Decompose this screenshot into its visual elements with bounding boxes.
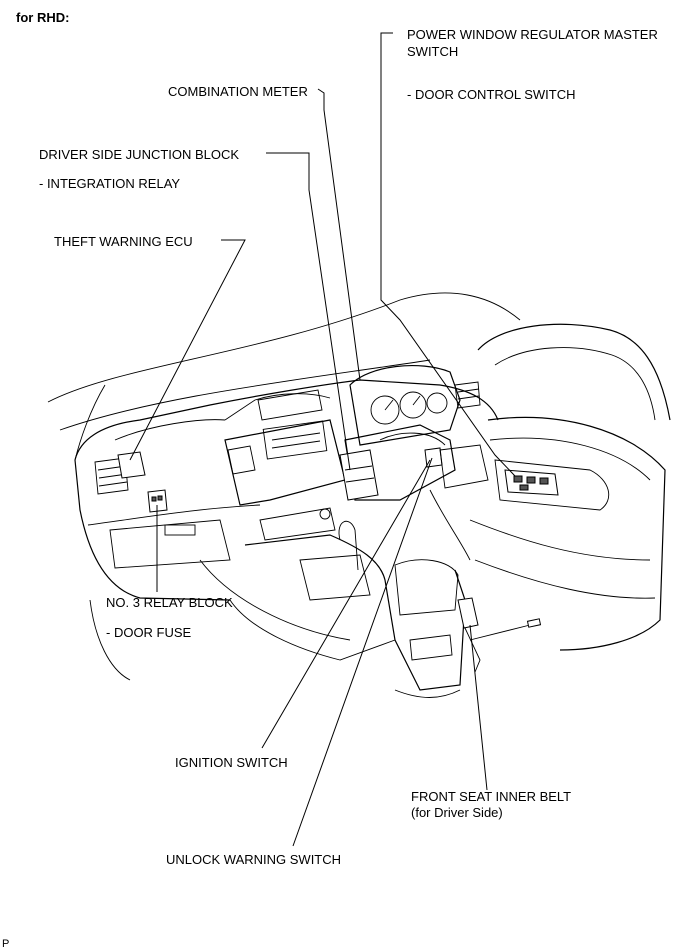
gauge-center	[399, 391, 427, 419]
switch-panel	[259, 507, 336, 541]
shift-gate	[299, 554, 371, 601]
leader-combination-meter	[317, 88, 361, 381]
theft-warning-ecu-part	[117, 451, 146, 479]
unlock-warning-switch-label: UNLOCK WARNING SWITCH	[166, 852, 342, 867]
glovebox-outline	[109, 519, 231, 569]
front-seat-belt-label-line1: FRONT SEAT INNER BELT	[411, 789, 572, 804]
console-bin	[394, 559, 459, 616]
door-trim	[489, 437, 651, 481]
left-floor	[89, 599, 131, 681]
console-side	[229, 599, 396, 661]
ignition-switch-label: IGNITION SWITCH	[175, 755, 288, 770]
floor-line	[199, 559, 351, 641]
steering-column	[344, 424, 456, 501]
center-stack	[224, 419, 346, 506]
door-window-edge	[494, 347, 656, 421]
header-label: for RHD:	[16, 10, 70, 25]
no3-relay-block-label: NO. 3 RELAY BLOCK	[106, 595, 233, 610]
combination-meter-label: COMBINATION METER	[168, 84, 308, 99]
knee-panel	[429, 489, 471, 561]
belt-cable	[469, 624, 531, 641]
dashboard-lower-edge	[87, 504, 261, 526]
leader-theft-ecu	[129, 239, 246, 461]
driver-side-junction-block	[339, 449, 379, 501]
front-seat-belt-label-line2: (for Driver Side)	[411, 805, 503, 820]
column-cover	[379, 432, 446, 446]
leader-front-seat-belt	[469, 624, 488, 791]
door-frame	[477, 323, 671, 421]
door-fuse-label: - DOOR FUSE	[106, 625, 192, 640]
door-lower	[474, 559, 656, 599]
belt-webbing	[464, 627, 481, 673]
gauge-right	[426, 392, 448, 414]
gauge-left	[370, 395, 400, 425]
leader-unlock-warning	[292, 457, 433, 847]
driver-lower-panel	[439, 444, 489, 489]
cluster-hood	[349, 364, 461, 446]
center-console	[244, 534, 466, 691]
leader-junction-block	[266, 152, 351, 471]
theft-warning-ecu-label: THEFT WARNING ECU	[54, 234, 193, 249]
integration-relay-label: - INTEGRATION RELAY	[39, 176, 181, 191]
door-pocket	[469, 519, 651, 561]
left-vent	[94, 457, 129, 495]
radio-unit	[262, 420, 328, 460]
glovebox-hood	[224, 393, 331, 421]
center-vent-right	[257, 389, 323, 421]
dashboard-brow	[114, 419, 226, 441]
seat-belt-buckle	[457, 597, 479, 629]
windshield-edge	[47, 292, 521, 403]
dashboard-face	[74, 459, 231, 601]
door-panel	[487, 416, 666, 651]
glovebox-handle	[164, 524, 196, 536]
gear-lever	[338, 520, 359, 571]
rear-floor	[394, 689, 461, 698]
console-tray	[409, 634, 453, 661]
windshield-inner-edge	[59, 359, 431, 431]
leader-power-window	[380, 32, 516, 477]
footer-code: P	[2, 938, 10, 950]
armrest	[494, 459, 610, 511]
leader-ignition-switch	[261, 459, 431, 749]
door-control-switch-label: - DOOR CONTROL SWITCH	[407, 87, 576, 102]
power-window-label-line2: SWITCH	[407, 44, 459, 59]
dashboard-top	[74, 379, 499, 461]
power-window-label-line1: POWER WINDOW REGULATOR MASTER	[407, 27, 658, 42]
driver-side-junction-block-label: DRIVER SIDE JUNCTION BLOCK	[39, 147, 240, 162]
center-vent-left	[227, 445, 256, 475]
